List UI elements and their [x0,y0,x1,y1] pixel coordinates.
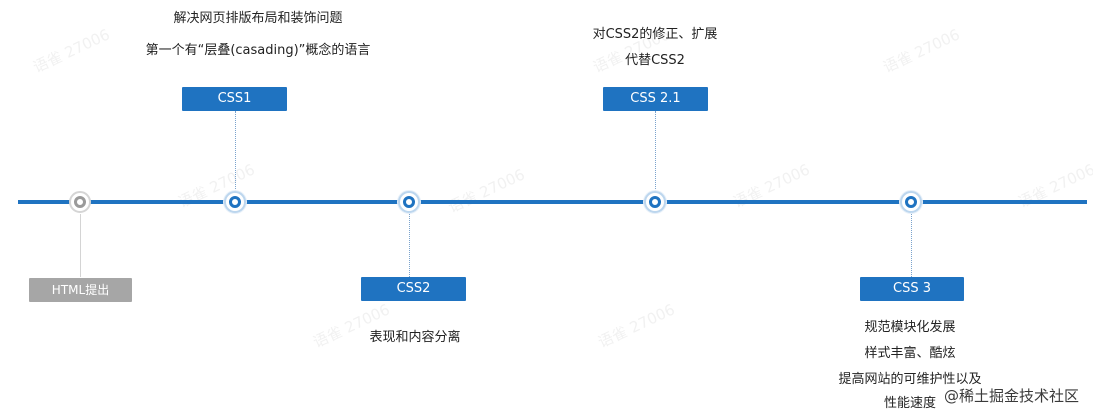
connector-css1 [235,111,236,191]
connector-css3 [911,214,912,277]
milestone-label-css21: CSS 2.1 [603,87,708,111]
watermark: 语雀 27006 [880,25,963,77]
timeline-node-css21 [644,191,666,213]
milestone-desc-css3-line2: 样式丰富、酷炫 [864,346,956,361]
milestone-label-css2: CSS2 [361,277,466,301]
milestone-desc-css3-line4: 性能速度 [883,396,936,411]
connector-css21 [655,111,656,191]
milestone-label-css3: CSS 3 [860,277,964,301]
milestone-label-css1: CSS1 [182,87,287,111]
timeline-axis [18,200,1087,204]
watermark: 语雀 27006 [730,160,813,212]
timeline-node-css1 [224,191,246,213]
watermark: 语雀 27006 [30,25,113,77]
watermark: 语雀 27006 [445,165,528,217]
milestone-desc-css1-line1: 解决网页排版布局和装饰问题 [173,11,343,26]
timeline-node-html [69,191,91,213]
timeline-node-css2 [398,191,420,213]
milestone-desc-css3-line3: 提高网站的可维护性以及 [838,372,982,387]
connector-html [80,214,81,277]
watermark: 语雀 27006 [595,300,678,352]
milestone-desc-css21-line2: 代替CSS2 [625,53,685,68]
connector-css2 [409,214,410,277]
milestone-desc-css3-line1: 规范模块化发展 [864,320,956,335]
milestone-desc-css2-line1: 表现和内容分离 [369,330,461,345]
milestone-desc-css21-line1: 对CSS2的修正、扩展 [592,27,718,42]
timeline-node-css3 [900,191,922,213]
milestone-desc-css1-line2: 第一个有“层叠(casading)”概念的语言 [145,43,371,58]
milestone-label-html: HTML提出 [29,278,132,302]
brand-watermark: @稀土掘金技术社区 [943,387,1079,405]
watermark: 语雀 27006 [1015,160,1093,212]
